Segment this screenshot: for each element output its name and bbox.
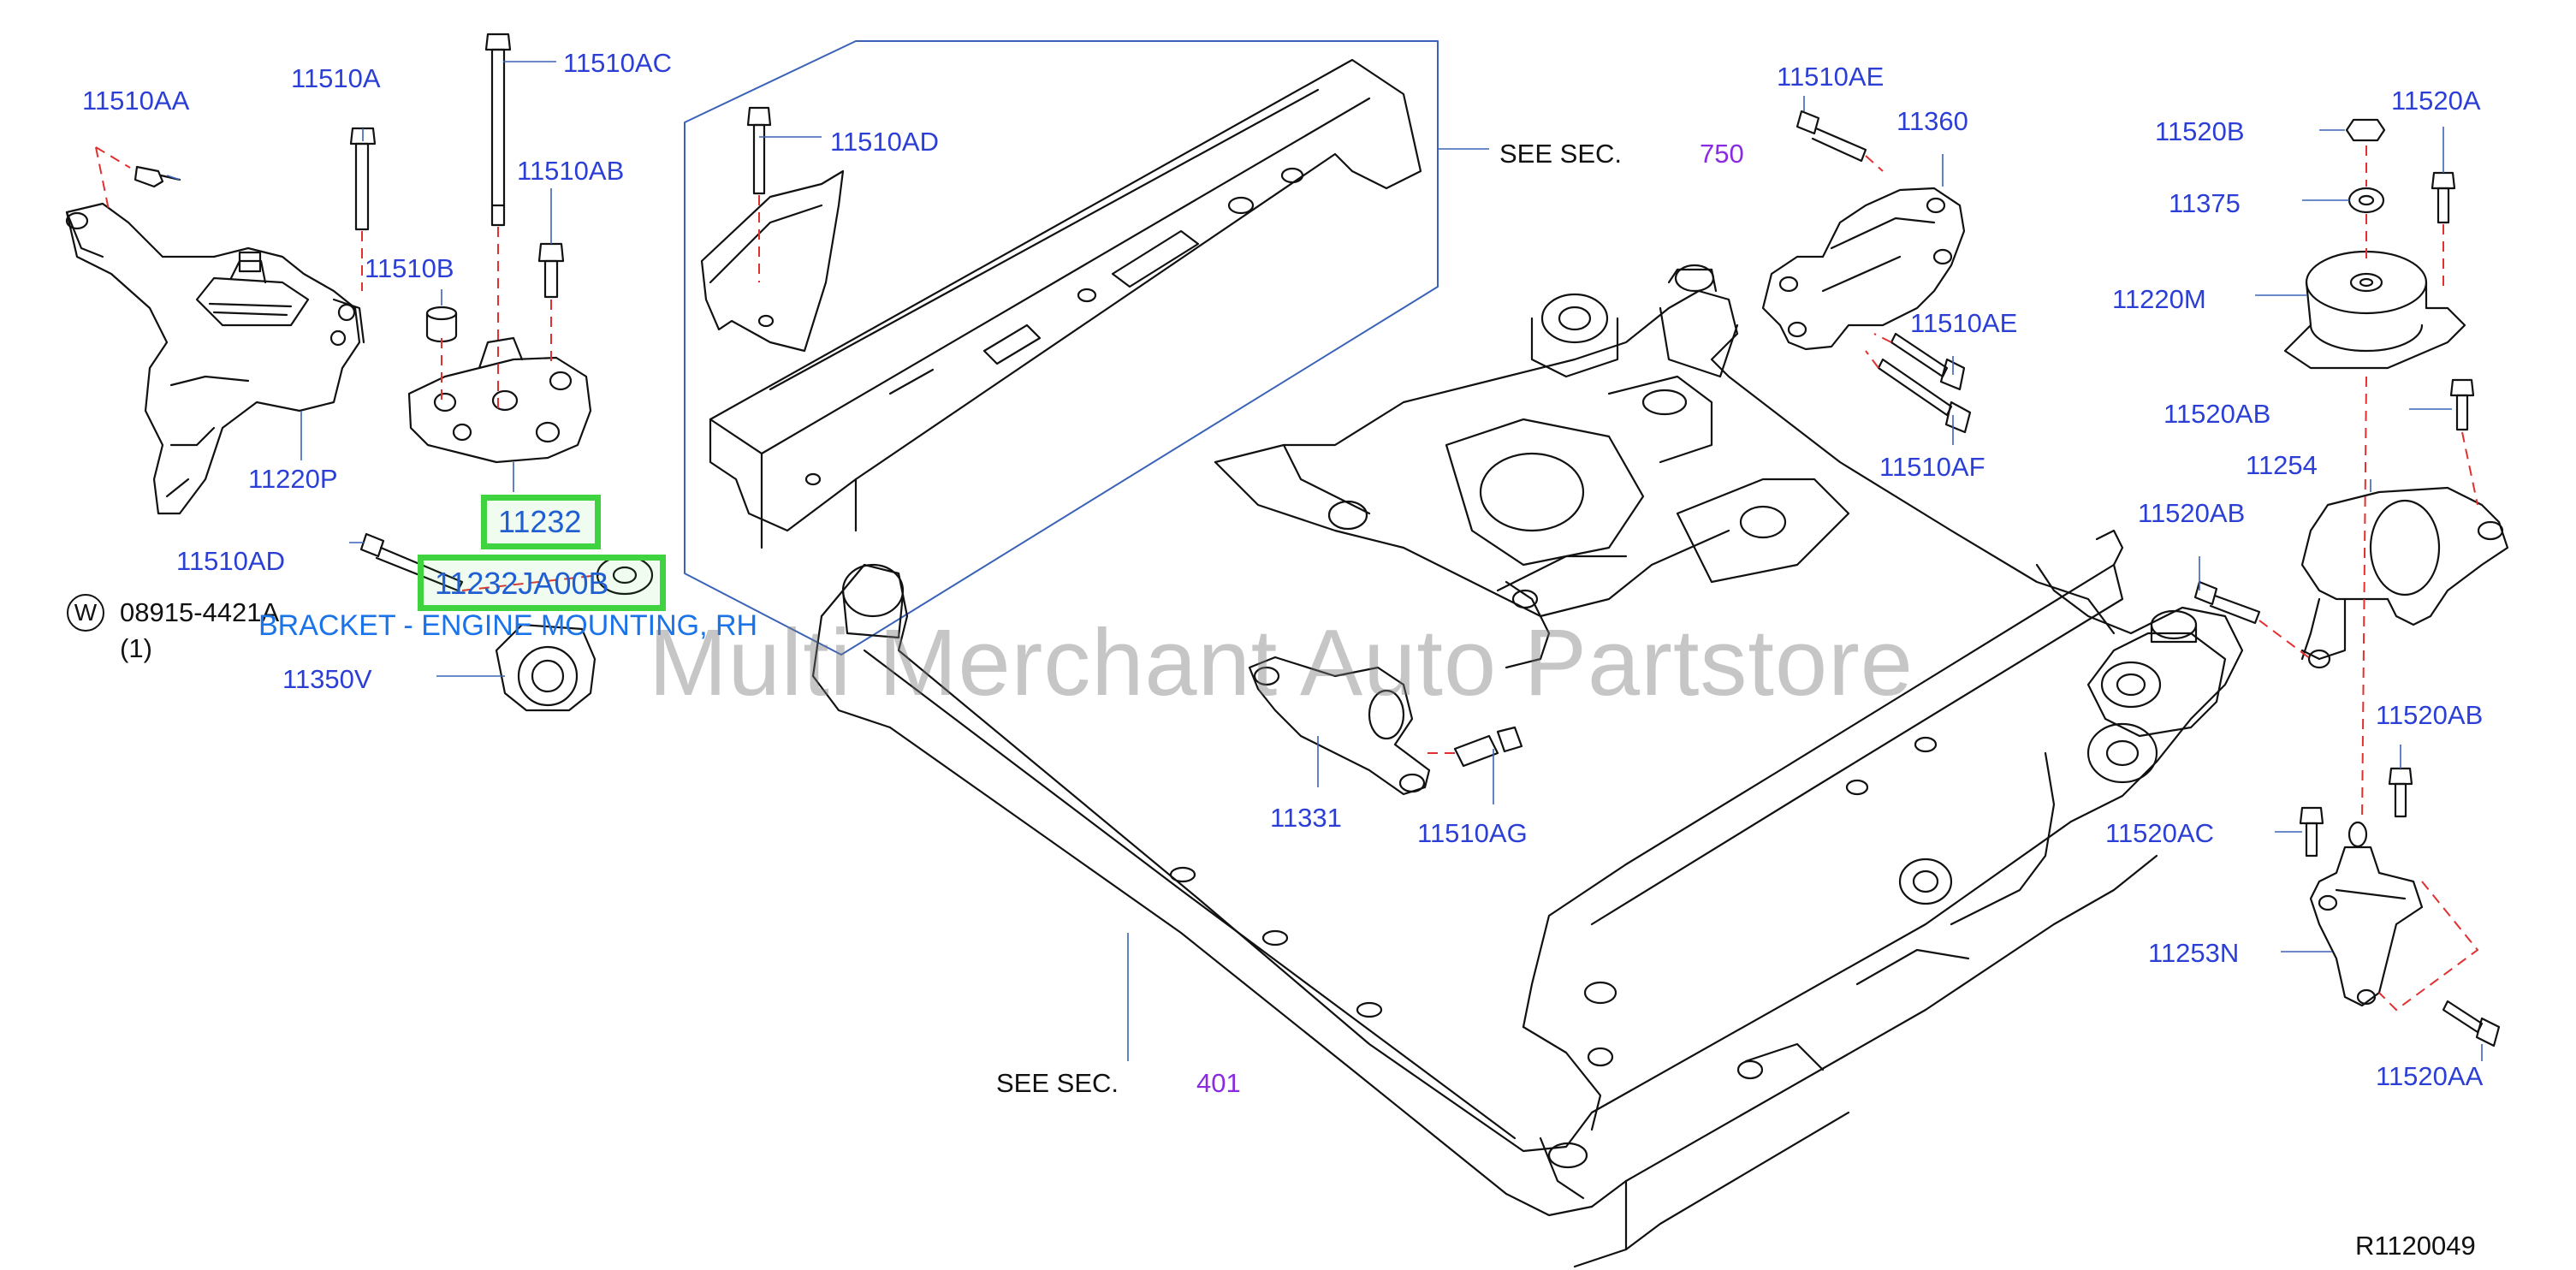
nut-11520b-drawing [2345, 118, 2386, 142]
label-11232ja00b[interactable]: 11232JA00B [435, 566, 609, 601]
label-11220m: 11220M [2112, 284, 2206, 314]
bracket-11254-drawing [2300, 486, 2509, 669]
label-11510ag: 11510AG [1417, 818, 1528, 848]
side-member-drawing [709, 58, 1422, 549]
bolts-11510ae-af-drawing [1877, 332, 1972, 434]
label-see-sec-top: SEE SEC. [1499, 139, 1622, 169]
label-11253n: 11253N [2148, 938, 2240, 968]
label-11360: 11360 [1896, 106, 1968, 136]
label-11510ad-top: 11510AD [830, 127, 939, 157]
rod-11331-drawing [1248, 656, 1431, 796]
bracket-11232-drawing [407, 336, 592, 464]
label-11375: 11375 [2169, 188, 2241, 218]
diagram-id: R1120049 [2355, 1231, 2476, 1261]
bolt-11510ab-drawing [537, 242, 565, 299]
install-lines [95, 145, 2479, 1012]
bolt-11520ab-3-drawing [2388, 767, 2413, 818]
bolt-11520a-drawing [2431, 171, 2456, 224]
label-08915-4421a: 08915-4421A [120, 597, 280, 627]
label-11510ad-left: 11510AD [176, 546, 285, 576]
label-sec-750[interactable]: 750 [1700, 139, 1744, 169]
label-11510a: 11510A [291, 63, 381, 93]
label-qty: (1) [120, 633, 152, 663]
bolt-11520aa-drawing [2442, 1000, 2501, 1047]
bolt-11510ac-drawing [484, 33, 512, 227]
bolt-11510ae-top-drawing [1795, 110, 1867, 163]
label-11510ab: 11510AB [517, 156, 625, 186]
label-see-sec-bottom: SEE SEC. [996, 1068, 1119, 1098]
highlight-box-11232ja00b[interactable] [418, 555, 666, 611]
bolt-11510a-drawing [349, 127, 377, 231]
label-11520ab-1: 11520AB [2163, 399, 2271, 429]
label-11510ac: 11510AC [563, 48, 672, 78]
label-sec-401[interactable]: 401 [1196, 1068, 1241, 1098]
label-11520ac: 11520AC [2105, 818, 2214, 848]
label-11520b: 11520B [2155, 116, 2245, 146]
highlight-box-11232[interactable] [481, 495, 601, 549]
label-11510aa: 11510AA [82, 86, 190, 116]
label-11510ae-top: 11510AE [1777, 62, 1885, 92]
washer-11375-drawing [2347, 187, 2385, 214]
label-11520aa: 11520AA [2376, 1061, 2484, 1091]
label-11520ab-3: 11520AB [2376, 700, 2484, 730]
part-name-tooltip: BRACKET - ENGINE MOUNTING, RH [258, 609, 758, 642]
front-subframe-drawing [811, 264, 2244, 1268]
label-11510b: 11510B [365, 253, 454, 283]
cap-11510b-drawing [425, 306, 458, 343]
label-11520ab-2: 11520AB [2138, 498, 2246, 528]
label-11254: 11254 [2246, 450, 2318, 480]
leader-lines [166, 61, 2483, 1061]
bracket-11360-drawing [1761, 187, 1966, 351]
bracket-piece-top-drawing [700, 169, 845, 353]
bolt-11520ab-2-drawing [2193, 580, 2261, 625]
label-11520a: 11520A [2391, 86, 2481, 116]
bolt-11510ag-drawing [1453, 726, 1523, 768]
bolt-11520ac-drawing [2299, 806, 2324, 858]
mount-11253n-drawing [2309, 821, 2424, 1007]
label-11232[interactable]: 11232 [498, 504, 582, 539]
label-11350v: 11350V [282, 664, 372, 694]
w-symbol: W [67, 594, 104, 632]
label-11510ae-mid: 11510AE [1910, 308, 2018, 338]
bolt-11520ab-1-drawing [2449, 378, 2475, 431]
bolt-11510ad-top-drawing [746, 106, 772, 195]
label-11331: 11331 [1270, 803, 1342, 833]
label-11220p: 11220P [248, 464, 338, 494]
inset-box-drawing [684, 40, 1439, 656]
mount-11220m-drawing [2283, 250, 2466, 370]
label-11510af: 11510AF [1879, 452, 1985, 482]
engine-mount-11220p-drawing [65, 202, 365, 515]
bolt-11510aa-drawing [134, 165, 181, 188]
insulator-11350v-drawing [495, 623, 597, 712]
watermark: Multi Merchant Auto Partstore [649, 610, 1914, 715]
